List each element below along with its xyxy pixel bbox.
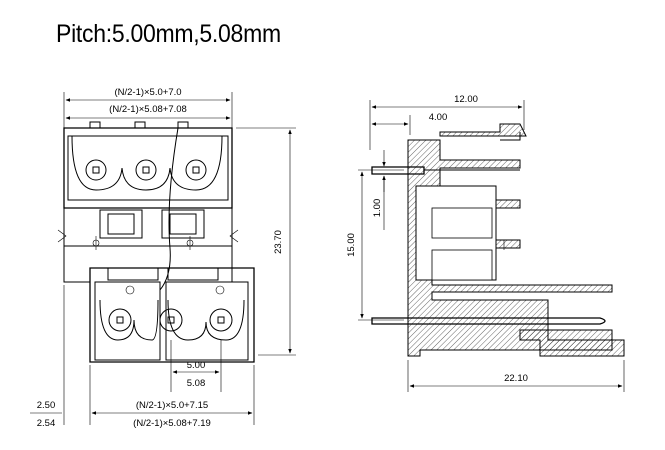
- front-bottom-dim-1: (N/2-1)×5.0+7.15: [136, 400, 208, 411]
- front-bottom-dim-2: (N/2-1)×5.08+7.19: [133, 418, 211, 429]
- side-view: 12.00 4.00 15.00 1.00 22.1: [346, 94, 625, 392]
- side-height-dim: 15.00: [346, 233, 357, 257]
- front-height-dim: 23.70: [273, 230, 284, 254]
- front-top-dim-1: (N/2-1)×5.0+7.0: [114, 87, 181, 98]
- front-pitch-dim-1: 5.00: [187, 360, 206, 371]
- side-depth-dim: 22.10: [504, 373, 528, 384]
- side-offset-dim: 4.00: [429, 112, 448, 123]
- front-view: (N/2-1)×5.0+7.0 (N/2-1)×5.08+7.08: [30, 87, 296, 429]
- front-left-dim-2: 2.54: [37, 418, 56, 429]
- side-width-dim: 12.00: [454, 94, 478, 105]
- front-top-dim-2: (N/2-1)×5.08+7.08: [109, 104, 187, 115]
- pitch-title: Pitch:5.00mm,5.08mm: [56, 20, 281, 48]
- side-pin-dim: 1.00: [372, 199, 383, 218]
- front-pitch-dim-2: 5.08: [187, 378, 206, 389]
- front-left-dim-1: 2.50: [37, 400, 56, 411]
